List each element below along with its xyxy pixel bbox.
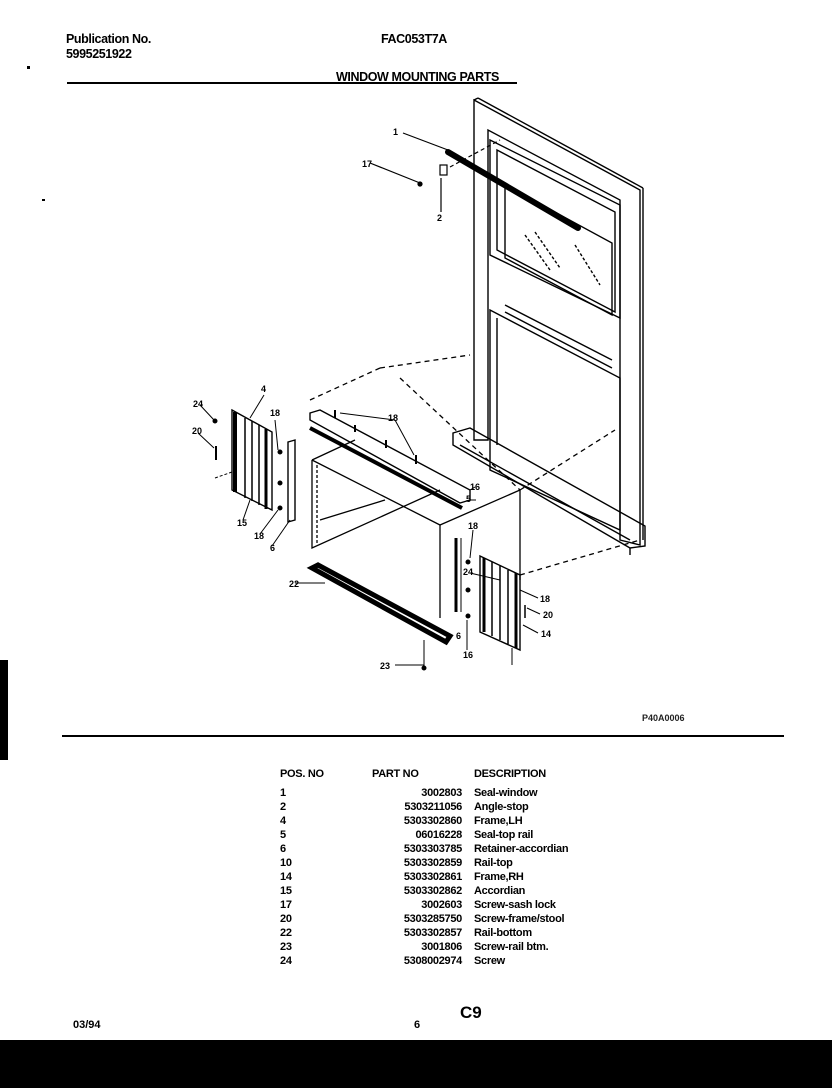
part-cell: 5303302862 [403, 885, 462, 897]
scan-mark [42, 199, 45, 201]
callout-18d: 18 [468, 521, 478, 531]
publication-label: Publication No. [66, 32, 151, 46]
callout-17: 17 [362, 159, 372, 169]
exploded-parts-diagram: 1 17 2 4 24 18 18 20 16 5 15 18 6 18 22 … [192, 97, 646, 671]
scan-bottom-band [0, 1040, 832, 1088]
table-row: 4 5303302860 Frame,LH [280, 814, 634, 828]
table-row: 20 5303285750 Screw-frame/stool [280, 912, 634, 926]
part-cell: 5303302860 [403, 815, 462, 827]
section-title: WINDOW MOUNTING PARTS [336, 70, 499, 84]
pos-cell: 15 [280, 885, 292, 897]
callout-1: 1 [393, 127, 398, 137]
part-cell: 5303302857 [403, 927, 462, 939]
desc-cell: Retainer-accordian [474, 843, 569, 855]
table-row: 22 5303302857 Rail-bottom [280, 926, 634, 940]
column-header-description: DESCRIPTION [474, 768, 546, 780]
pos-cell: 17 [280, 899, 292, 911]
callout-24b: 24 [463, 567, 473, 577]
table-row: 2 5303211056 Angle-stop [280, 800, 634, 814]
part-cell: 06016228 [415, 829, 462, 841]
table-row: 14 5303302861 Frame,RH [280, 870, 634, 884]
pos-cell: 4 [280, 815, 286, 827]
seal-window-part [445, 149, 581, 231]
table-row: 15 5303302862 Accordian [280, 884, 634, 898]
scan-edge-strip [0, 660, 8, 760]
part-cell: 5303211056 [404, 801, 462, 813]
table-row: 1 3002803 Seal-window [280, 786, 634, 800]
callout-23: 23 [380, 661, 390, 671]
page-number: 6 [414, 1019, 421, 1031]
callout-16b: 16 [463, 650, 473, 660]
desc-cell: Rail-bottom [474, 927, 532, 939]
callout-16: 16 [470, 482, 480, 492]
pos-cell: 5 [280, 829, 286, 841]
part-cell: 5303285750 [403, 913, 462, 925]
desc-cell: Seal-window [474, 787, 538, 799]
pos-cell: 1 [280, 787, 286, 799]
pos-cell: 2 [280, 801, 286, 813]
callout-6b: 6 [456, 631, 461, 641]
table-row: 6 5303303785 Retainer-accordian [280, 842, 634, 856]
section-code: C9 [460, 1003, 482, 1022]
part-cell: 3002603 [421, 899, 462, 911]
desc-cell: Frame,RH [474, 871, 524, 883]
pos-cell: 14 [280, 871, 292, 883]
callout-24: 24 [193, 399, 203, 409]
parts-table-header: POS. NO PART NO DESCRIPTION [280, 768, 634, 786]
pos-cell: 23 [280, 941, 292, 953]
pos-cell: 10 [280, 857, 292, 869]
callout-15: 15 [237, 518, 247, 528]
desc-cell: Seal-top rail [474, 829, 534, 841]
callout-18c: 18 [254, 531, 264, 541]
pos-cell: 22 [280, 927, 292, 939]
desc-cell: Screw [474, 955, 505, 967]
desc-cell: Accordian [474, 885, 526, 897]
desc-cell: Rail-top [474, 857, 513, 869]
part-cell: 3001806 [421, 941, 462, 953]
part-cell: 5303302861 [403, 871, 462, 883]
diagram-reference-code: P40A0006 [642, 713, 685, 723]
pos-cell: 24 [280, 955, 292, 967]
window-frame-outline [473, 98, 641, 546]
callout-5: 5 [466, 494, 471, 504]
publication-number: 5995251922 [66, 47, 132, 61]
callout-20: 20 [192, 426, 202, 436]
table-row: 24 5308002974 Screw [280, 954, 634, 968]
table-row: 17 3002603 Screw-sash lock [280, 898, 634, 912]
scan-mark [27, 66, 30, 69]
callout-20b: 20 [543, 610, 553, 620]
table-row: 23 3001806 Screw-rail btm. [280, 940, 634, 954]
callout-18: 18 [270, 408, 280, 418]
column-header-pos: POS. NO [280, 768, 324, 780]
pos-cell: 20 [280, 913, 292, 925]
callout-6: 6 [270, 543, 275, 553]
part-cell: 5303303785 [403, 843, 462, 855]
callout-4: 4 [261, 384, 266, 394]
model-number: FAC053T7A [381, 32, 447, 46]
desc-cell: Angle-stop [474, 801, 529, 813]
callout-14: 14 [541, 629, 551, 639]
table-row: 10 5303302859 Rail-top [280, 856, 634, 870]
part-cell: 3002803 [421, 787, 462, 799]
column-header-part: PART NO [372, 768, 419, 780]
part-cell: 5308002974 [403, 955, 462, 967]
callout-18e: 18 [540, 594, 550, 604]
desc-cell: Screw-sash lock [474, 899, 556, 911]
callout-2: 2 [437, 213, 442, 223]
part-cell: 5303302859 [403, 857, 462, 869]
desc-cell: Screw-rail btm. [474, 941, 549, 953]
pos-cell: 6 [280, 843, 286, 855]
desc-cell: Screw-frame/stool [474, 913, 565, 925]
footer-date: 03/94 [73, 1019, 101, 1031]
section-divider [62, 735, 784, 737]
header-rule [67, 82, 517, 84]
desc-cell: Frame,LH [474, 815, 523, 827]
callout-22: 22 [289, 579, 299, 589]
callout-18b: 18 [388, 413, 398, 423]
table-row: 5 06016228 Seal-top rail [280, 828, 634, 842]
